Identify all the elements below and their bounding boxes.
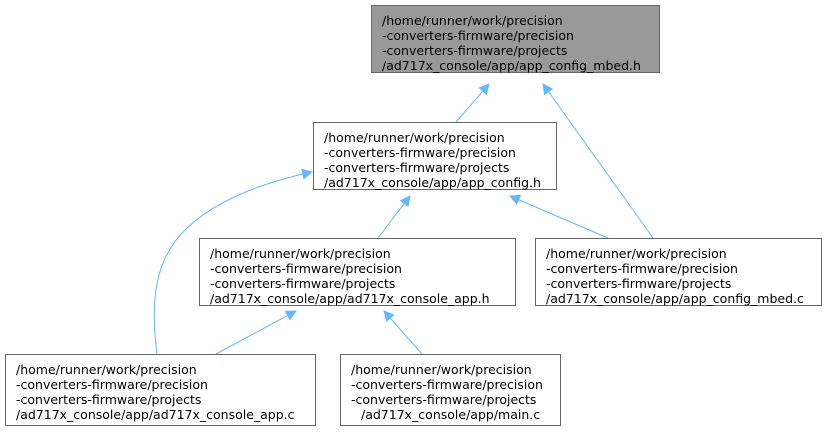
- edge-console-app-h-to-app-config: [377, 195, 411, 239]
- node-line: /home/runner/work/precision: [324, 130, 505, 145]
- edge-app-config-mbed-c-to-app-config-mbed-h: [542, 83, 654, 239]
- node-line: -converters-firmware/precision: [324, 145, 516, 160]
- node-line: -converters-firmware/precision: [210, 261, 402, 276]
- edge-console-app-c-to-app-config: [153, 168, 314, 355]
- node-line: -converters-firmware/precision: [351, 377, 543, 392]
- node-line: -converters-firmware/projects: [351, 392, 537, 407]
- node-line: /home/runner/work/precision: [351, 362, 532, 377]
- node-ad717x-console-app-c[interactable]: /home/runner/work/precision -converters-…: [5, 354, 316, 426]
- node-line: -converters-firmware/projects: [382, 43, 568, 58]
- node-line: -converters-firmware/projects: [324, 160, 510, 175]
- node-line: /ad717x_console/app/ad717x_console_app.c: [16, 407, 295, 422]
- node-line: /home/runner/work/precision: [546, 246, 727, 261]
- node-line: /home/runner/work/precision: [210, 246, 391, 261]
- node-line: -converters-firmware/projects: [16, 392, 202, 407]
- node-line: /home/runner/work/precision: [382, 13, 563, 28]
- node-line: -converters-firmware/projects: [546, 276, 732, 291]
- node-app-config-h[interactable]: /home/runner/work/precision -converters-…: [313, 122, 557, 190]
- node-line: /ad717x_console/app/app_config_mbed.c: [546, 291, 804, 306]
- edge-console-app-c-to-console-app-h: [215, 310, 297, 355]
- edge-main-c-to-console-app-h: [383, 310, 423, 355]
- edge-app-config-to-app-config-mbed-h: [455, 83, 490, 123]
- edge-app-config-mbed-c-to-app-config: [508, 194, 609, 239]
- node-line: /home/runner/work/precision: [16, 362, 197, 377]
- node-main-c[interactable]: /home/runner/work/precision -converters-…: [340, 354, 561, 426]
- node-line: -converters-firmware/precision: [16, 377, 208, 392]
- node-line: -converters-firmware/precision: [382, 28, 574, 43]
- node-line: -converters-firmware/projects: [210, 276, 396, 291]
- node-line: /ad717x_console/app/ad717x_console_app.h: [210, 291, 490, 306]
- node-ad717x-console-app-h[interactable]: /home/runner/work/precision -converters-…: [199, 238, 516, 306]
- node-app-config-mbed-c[interactable]: /home/runner/work/precision -converters-…: [535, 238, 822, 306]
- node-line: /ad717x_console/app/app_config.h: [324, 175, 541, 190]
- node-app-config-mbed-h[interactable]: /home/runner/work/precision -converters-…: [371, 5, 660, 73]
- node-line: /ad717x_console/app/main.c: [361, 407, 541, 422]
- node-line: /ad717x_console/app/app_config_mbed.h: [382, 58, 641, 73]
- node-line: -converters-firmware/precision: [546, 261, 738, 276]
